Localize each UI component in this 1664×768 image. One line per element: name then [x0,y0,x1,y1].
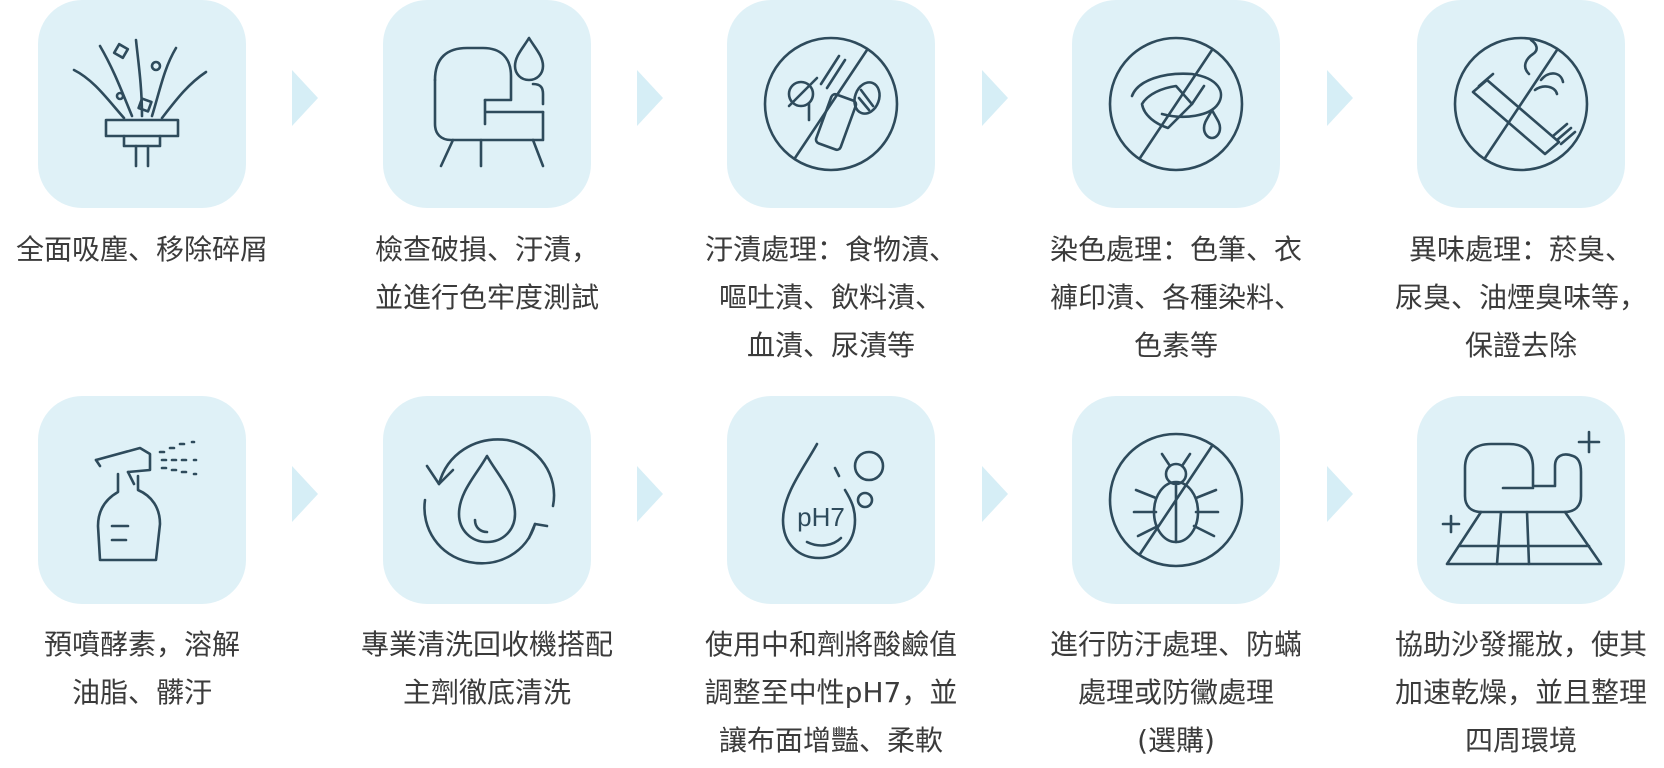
vacuum-debris-icon [72,38,208,168]
caption-line: 血漬、尿漬等 [746,329,915,362]
step-4-caption: 染色處理：色筆、衣 褲印漬、各種染料、 色素等 [1016,226,1336,370]
step-5-caption: 異味處理：菸臭、 尿臭、油煙臭味等， 保證去除 [1361,226,1664,370]
step-3-caption: 汙漬處理：食物漬、 嘔吐漬、飲料漬、 血漬、尿漬等 [671,226,991,370]
step-6-tile [38,396,246,604]
caption-line: 色素等 [1133,329,1218,362]
step-1-tile [38,0,246,208]
step-9-caption: 進行防汙處理、防蟎 處理或防黴處理 (選購) [1016,621,1336,765]
arrow-right-icon [635,466,665,522]
caption-line: 四周環境 [1464,724,1577,757]
step-8-caption: 使用中和劑將酸鹼值 調整至中性pH7，並 讓布面增豔、柔軟 [671,621,991,765]
caption-line: 使用中和劑將酸鹼值 [704,628,957,661]
caption-line: 異味處理：菸臭、 [1408,233,1633,266]
step-7-tile [383,396,591,604]
ph7-drop-icon: pH7 [781,442,885,560]
chair-water-drop-icon [433,36,545,168]
step-5-tile [1417,0,1625,208]
step-6-caption: 預噴酵素，溶解 油脂、髒汙 [0,621,302,717]
caption-line: 預噴酵素，溶解 [43,628,240,661]
caption-line: 檢查破損、汙漬， [374,233,599,266]
caption-line: 處理或防黴處理 [1077,676,1274,709]
arrow-right-icon [980,70,1010,126]
water-recycle-icon [423,438,556,565]
caption-line: 汙漬處理：食物漬、 [704,233,957,266]
caption-line: 並進行色牢度測試 [374,281,599,314]
caption-line: 調整至中性pH7，並 [704,676,958,709]
caption-line: 協助沙發擺放，使其 [1394,628,1647,661]
ph7-label: pH7 [797,502,845,532]
step-2-caption: 檢查破損、汙漬， 並進行色牢度測試 [327,226,647,322]
step-3-tile [727,0,935,208]
caption-line: 進行防汙處理、防蟎 [1049,628,1302,661]
caption-line: (選購) [1137,724,1215,757]
step-8-tile: pH7 [727,396,935,604]
no-smoking-icon [1453,36,1589,172]
arrow-right-icon [290,466,320,522]
no-dye-stain-icon [1108,36,1244,172]
no-food-stain-icon [763,36,899,172]
caption-line: 油脂、髒汙 [71,676,212,709]
caption-line: 讓布面增豔、柔軟 [718,724,943,757]
arrow-right-icon [1325,70,1355,126]
arrow-right-icon [290,70,320,126]
caption-line: 主劑徹底清洗 [402,676,571,709]
caption-line: 尿臭、油煙臭味等， [1394,281,1647,314]
caption-line: 褲印漬、各種染料、 [1049,281,1302,314]
spray-bottle-icon [94,440,198,562]
step-7-caption: 專業清洗回收機搭配 主劑徹底清洗 [327,621,647,717]
step-9-tile [1072,396,1280,604]
caption-line: 保證去除 [1464,329,1577,362]
arrow-right-icon [635,70,665,126]
step-10-caption: 協助沙發擺放，使其 加速乾燥，並且整理 四周環境 [1361,621,1664,765]
arrow-right-icon [980,466,1010,522]
sofa-placement-icon [1441,430,1603,566]
no-bug-icon [1108,432,1244,568]
step-4-tile [1072,0,1280,208]
caption-line: 專業清洗回收機搭配 [360,628,613,661]
caption-line: 嘔吐漬、飲料漬、 [718,281,943,314]
arrow-right-icon [1325,466,1355,522]
caption-line: 加速乾燥，並且整理 [1394,676,1647,709]
caption-line: 染色處理：色筆、衣 [1049,233,1302,266]
step-10-tile [1417,396,1625,604]
step-1-caption: 全面吸塵、移除碎屑 [0,226,302,274]
caption-line: 全面吸塵、移除碎屑 [15,233,268,266]
step-2-tile [383,0,591,208]
